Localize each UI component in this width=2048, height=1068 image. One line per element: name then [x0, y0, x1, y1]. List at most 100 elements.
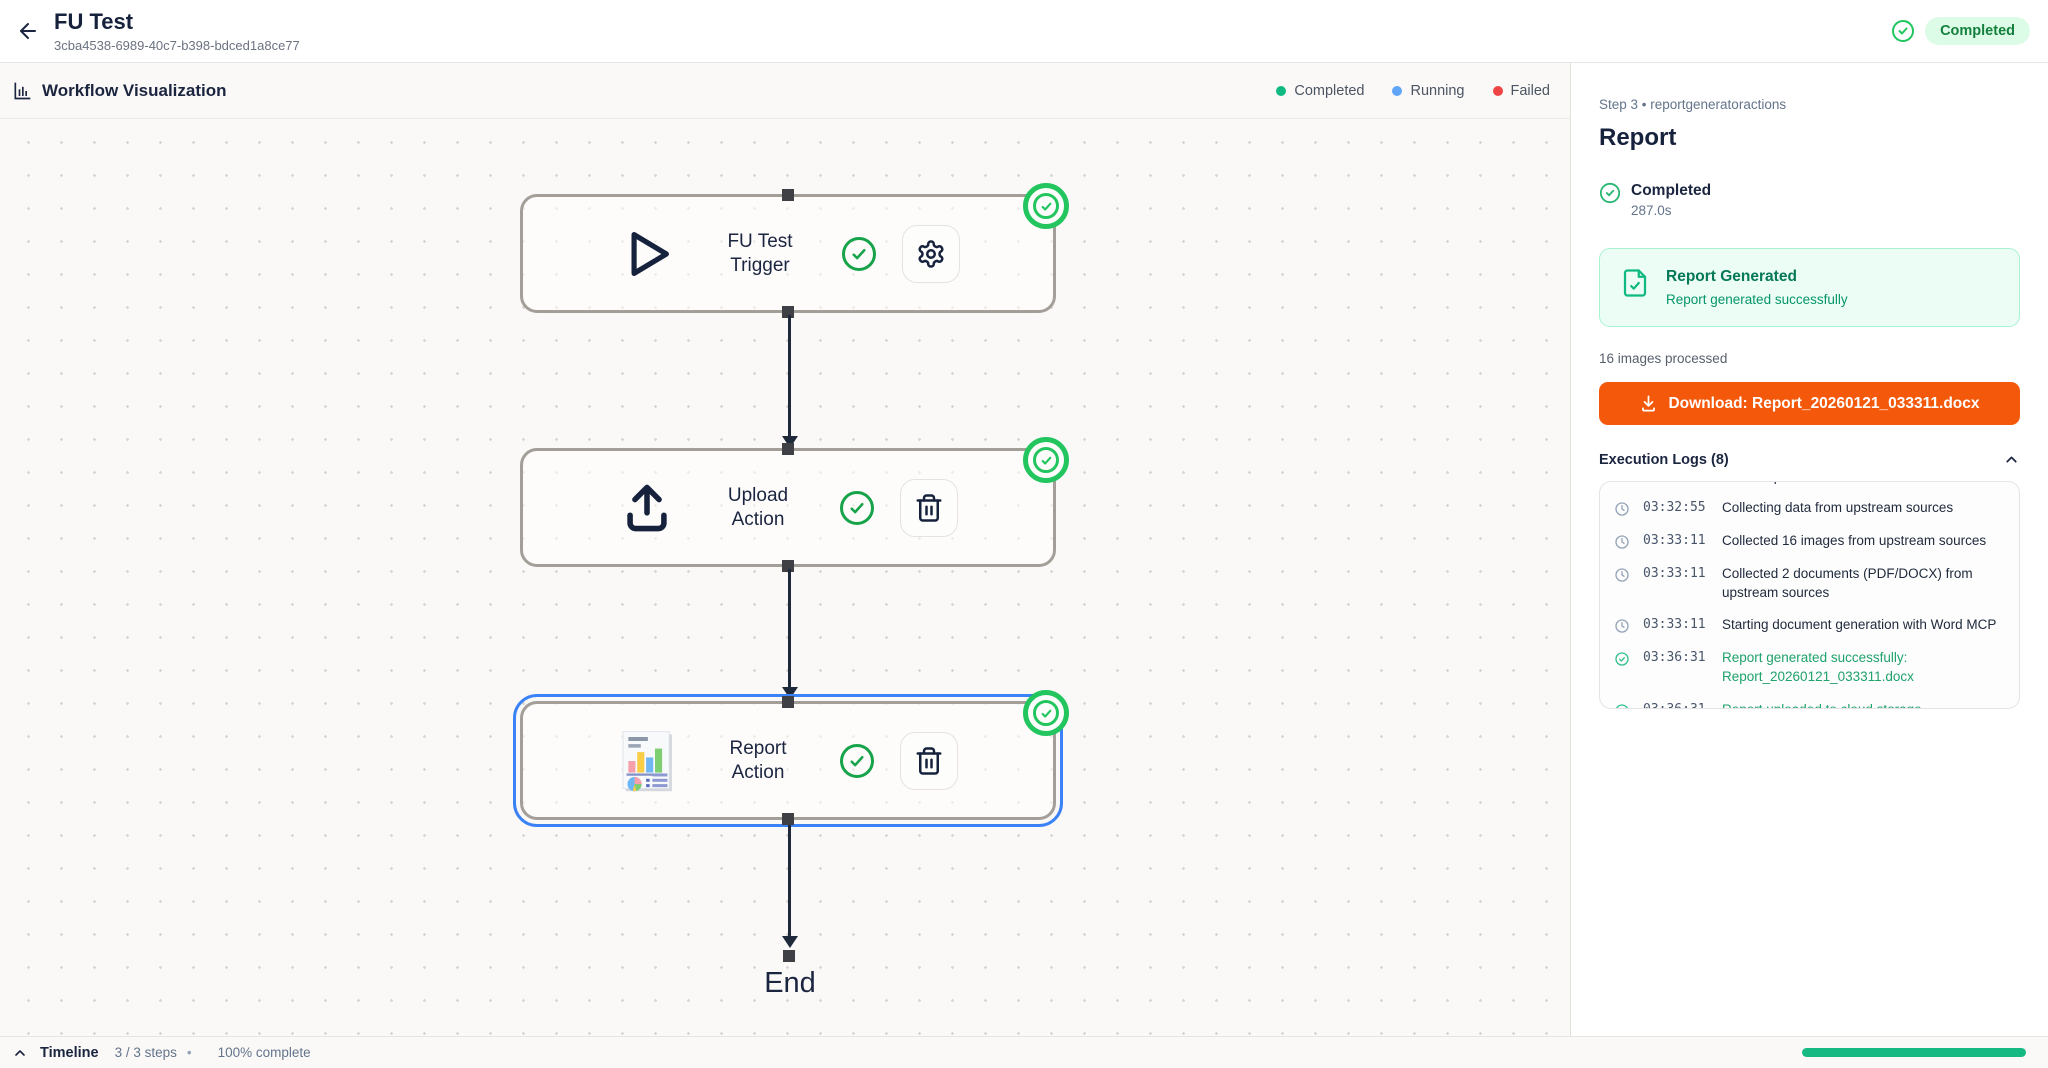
log-message: O&M Report.docx: [1722, 482, 2005, 487]
step-breadcrumb: Step 3 • reportgeneratoractions: [1599, 97, 1787, 112]
node-delete-button[interactable]: [900, 731, 958, 790]
images-processed-text: 16 images processed: [1599, 351, 1728, 366]
end-node-label: End: [764, 967, 816, 999]
trash-icon: [916, 746, 942, 775]
connector-handle[interactable]: [782, 189, 794, 201]
edge-trigger-to-upload: [781, 315, 798, 448]
connector-handle[interactable]: [782, 306, 794, 318]
gear-icon: [918, 239, 944, 268]
timeline-separator: •: [186, 1045, 192, 1060]
connector-handle[interactable]: [782, 443, 794, 455]
timeline-progress-label: 100% complete: [217, 1045, 311, 1060]
log-entry: 03:36:31 Report generated successfully: …: [1614, 642, 2005, 694]
report-icon: [622, 730, 672, 791]
download-button-label: Download: Report_20260121_033311.docx: [1668, 394, 1980, 412]
chevron-up-icon: [2006, 456, 2017, 463]
legend-running-label: Running: [1410, 82, 1465, 99]
node-status-badge-icon: [1023, 183, 1069, 229]
log-entry: 03:33:11 Collected 2 documents (PDF/DOCX…: [1614, 558, 2005, 610]
failed-dot-icon: [1492, 85, 1503, 96]
check-circle-icon: [1892, 20, 1915, 42]
clock-icon: [1615, 619, 1629, 634]
log-message: Collected 16 images from upstream source…: [1722, 532, 1987, 548]
running-dot-icon: [1392, 85, 1403, 96]
completed-dot-icon: [1276, 85, 1287, 96]
log-entry: 03:32:55 Collecting data from upstream s…: [1614, 492, 2005, 525]
clock-icon: [1615, 535, 1629, 549]
download-report-button[interactable]: Download: Report_20260121_033311.docx: [1599, 382, 2020, 425]
log-entry: O&M Report.docx: [1614, 482, 2005, 492]
clock-icon: [1615, 568, 1629, 582]
upload-icon: [627, 484, 667, 531]
node-fu-test-trigger[interactable]: FU Test Trigger: [520, 183, 1069, 318]
log-time: 03:33:11: [1643, 565, 1706, 581]
page-title: FU Test: [54, 9, 134, 35]
timeline-progress-bar: [1802, 1048, 2026, 1057]
log-message: Collected 2 documents (PDF/DOCX) from up…: [1722, 565, 1973, 600]
log-message: Starting document generation with Word M…: [1722, 617, 1997, 633]
viz-title: Workflow Visualization: [42, 80, 227, 100]
node-check-icon: [840, 743, 874, 778]
result-subtitle: Report generated successfully: [1666, 292, 1848, 307]
edge-upload-to-report: [781, 569, 798, 699]
node-check-icon: [842, 236, 876, 271]
back-button[interactable]: [10, 13, 46, 49]
node-settings-button[interactable]: [902, 224, 960, 283]
execution-logs-title: Execution Logs (8): [1599, 451, 1729, 468]
legend-failed-label: Failed: [1510, 82, 1551, 99]
log-entry: 03:33:11 Collected 16 images from upstre…: [1614, 525, 2005, 558]
log-time: 03:33:11: [1643, 532, 1706, 548]
status-legend: Completed Running Failed: [1276, 83, 1550, 99]
viz-header: Workflow Visualization Completed Running…: [0, 63, 1570, 119]
log-time: 03:36:31: [1643, 650, 1706, 666]
node-title: Upload Action: [727, 484, 789, 530]
chevron-up-icon[interactable]: [12, 1045, 28, 1061]
log-entry: 03:33:11 Starting document generation wi…: [1614, 609, 2005, 642]
workflow-canvas[interactable]: FU Test Trigger: [0, 119, 1570, 1036]
trash-icon: [916, 493, 942, 522]
log-time: 03:32:55: [1643, 499, 1706, 515]
workflow-visualization-section: Workflow Visualization Completed Running…: [0, 63, 1571, 1036]
legend-failed: Failed: [1492, 82, 1551, 99]
connector-handle[interactable]: [782, 813, 794, 825]
log-time: 03:33:11: [1643, 617, 1706, 633]
check-circle-icon: [1615, 652, 1629, 667]
legend-running: Running: [1392, 82, 1465, 99]
node-title: Report Action: [729, 737, 787, 783]
download-icon: [1642, 395, 1656, 412]
app-header: FU Test 3cba4538-6989-40c7-b398-bdced1a8…: [0, 0, 2048, 62]
log-message: Report uploaded to cloud storage: [1722, 701, 2005, 708]
check-circle-icon: [1616, 704, 1628, 708]
timeline-steps: 3 / 3 steps: [114, 1045, 177, 1060]
connector-handle[interactable]: [782, 560, 794, 572]
result-title: Report Generated: [1666, 268, 1797, 285]
step-status-label: Completed: [1631, 182, 1712, 199]
step-detail-panel: Step 3 • reportgeneratoractions Report C…: [1571, 63, 2048, 1036]
node-upload-action[interactable]: Upload Action: [520, 437, 1069, 572]
workflow-id: 3cba4538-6989-40c7-b398-bdced1a8ce77: [54, 37, 300, 53]
timeline-bar[interactable]: Timeline 3 / 3 steps • 100% complete: [0, 1036, 2048, 1068]
step-duration: 287.0s: [1631, 203, 1672, 218]
execution-logs-toggle[interactable]: Execution Logs (8): [1599, 451, 2020, 468]
play-icon: [631, 231, 669, 276]
edge-report-to-end: [781, 825, 798, 948]
log-message: Collecting data from upstream sources: [1722, 499, 1954, 515]
node-title: FU Test Trigger: [727, 230, 793, 276]
legend-completed: Completed: [1276, 83, 1364, 99]
node-delete-button[interactable]: [900, 478, 958, 537]
status-badge: Completed: [1925, 17, 2030, 45]
legend-completed-label: Completed: [1294, 82, 1365, 99]
end-connector-handle: [783, 950, 795, 962]
result-card: Report Generated Report generated succes…: [1599, 248, 2020, 327]
step-title: Report: [1599, 124, 1677, 151]
step-status: Completed 287.0s: [1599, 182, 2020, 218]
connector-handle[interactable]: [782, 696, 794, 708]
check-circle-icon: [1599, 182, 1621, 204]
execution-logs-list[interactable]: O&M Report.docx 03:32:55 Collecting data…: [1599, 481, 2020, 709]
log-entry: 03:36:31 Report uploaded to cloud storag…: [1614, 694, 2005, 708]
node-status-badge-icon: [1023, 437, 1069, 483]
node-check-icon: [840, 490, 874, 525]
timeline-title: Timeline: [40, 1044, 99, 1061]
node-report-action[interactable]: Report Action: [513, 690, 1069, 827]
log-message: Report generated successfully: Report_20…: [1722, 650, 1914, 685]
